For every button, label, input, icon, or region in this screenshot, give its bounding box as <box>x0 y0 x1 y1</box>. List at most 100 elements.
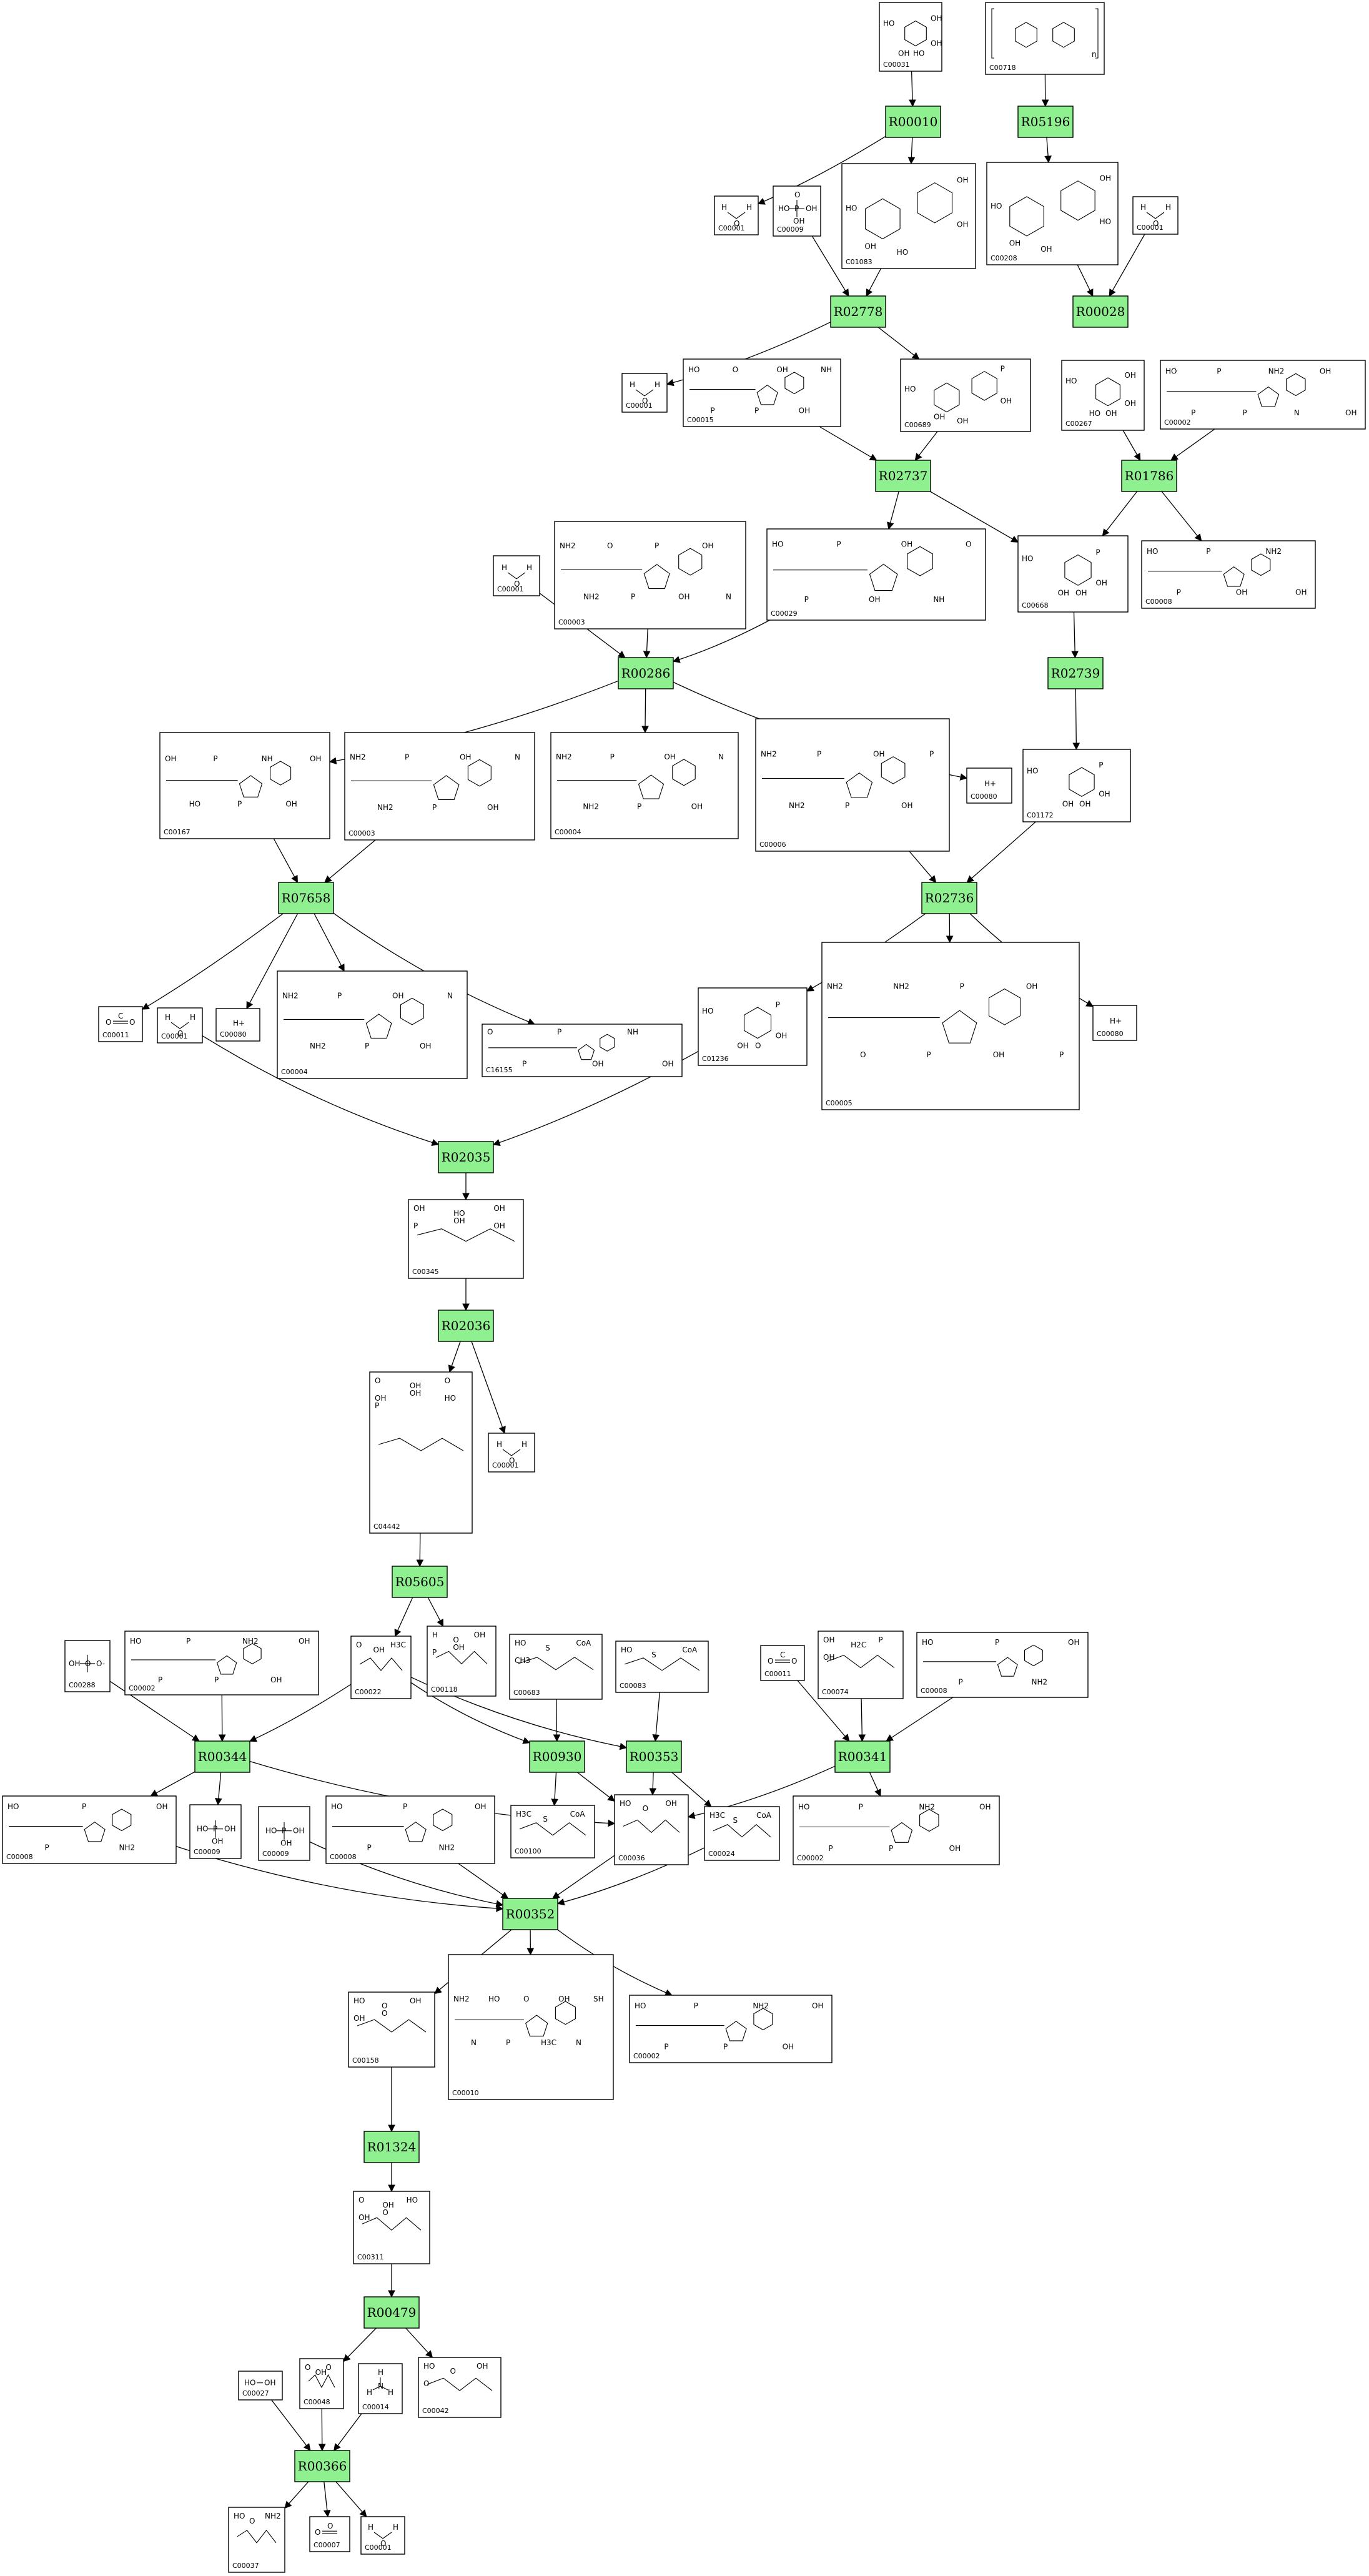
reaction-r02736[interactable]: R02736 <box>921 882 977 914</box>
compound-id-label: C00024 <box>708 1850 735 1858</box>
compound-c00080c[interactable]: H+C00080 <box>1092 1005 1137 1041</box>
reaction-r01324[interactable]: R01324 <box>363 2131 420 2163</box>
c00024-atom-1: S <box>733 1816 738 1825</box>
c00027-atom-0: HO <box>244 2379 255 2387</box>
reaction-r05605[interactable]: R05605 <box>392 1566 448 1598</box>
c00004b-atom-5: OH <box>420 1042 431 1050</box>
reaction-r05196[interactable]: R05196 <box>1017 106 1074 138</box>
c00004b-atom-2: P <box>337 991 342 1000</box>
reaction-r01786[interactable]: R01786 <box>1121 460 1177 492</box>
compound-c00080a[interactable]: H+C00080 <box>966 767 1012 804</box>
c00009c-atom-1: P <box>282 1827 286 1835</box>
reaction-r02778[interactable]: R02778 <box>830 295 886 328</box>
reaction-r00344[interactable]: R00344 <box>194 1740 250 1773</box>
reaction-r00341[interactable]: R00341 <box>834 1740 891 1773</box>
compound-box <box>916 1632 1089 1698</box>
compound-id-label: C00080 <box>220 1030 247 1039</box>
c00208-atom-2: OH <box>1040 245 1052 254</box>
reaction-r02035[interactable]: R02035 <box>438 1141 494 1173</box>
c00074-atom-2: P <box>878 1636 882 1644</box>
reaction-r07658[interactable]: R07658 <box>278 882 334 914</box>
edge-r00286-to-c00004a <box>641 688 649 734</box>
reaction-r00352[interactable]: R00352 <box>502 1898 558 1930</box>
reaction-r02737[interactable]: R02737 <box>875 460 931 492</box>
reaction-r00286[interactable]: R00286 <box>618 657 674 689</box>
reaction-r00010[interactable]: R00010 <box>885 106 941 138</box>
reaction-r02739[interactable]: R02739 <box>1047 657 1104 689</box>
compound-c00080b[interactable]: H+C00080 <box>215 1008 260 1042</box>
reaction-r02036[interactable]: R02036 <box>438 1310 494 1342</box>
reaction-r00366[interactable]: R00366 <box>294 2450 350 2482</box>
c00689-atom-3: P <box>1001 365 1005 373</box>
c00001f-atom-0: H <box>497 1440 502 1449</box>
reaction-r00930[interactable]: R00930 <box>529 1740 585 1773</box>
reaction-r00028[interactable]: R00028 <box>1072 295 1129 328</box>
reaction-r00353[interactable]: R00353 <box>626 1740 682 1773</box>
reaction-r00479[interactable]: R00479 <box>363 2296 420 2329</box>
compound-box <box>879 2 942 72</box>
edge-r00930-to-c00100 <box>551 1772 558 1807</box>
c00001f-atom-1: O <box>509 1456 515 1465</box>
